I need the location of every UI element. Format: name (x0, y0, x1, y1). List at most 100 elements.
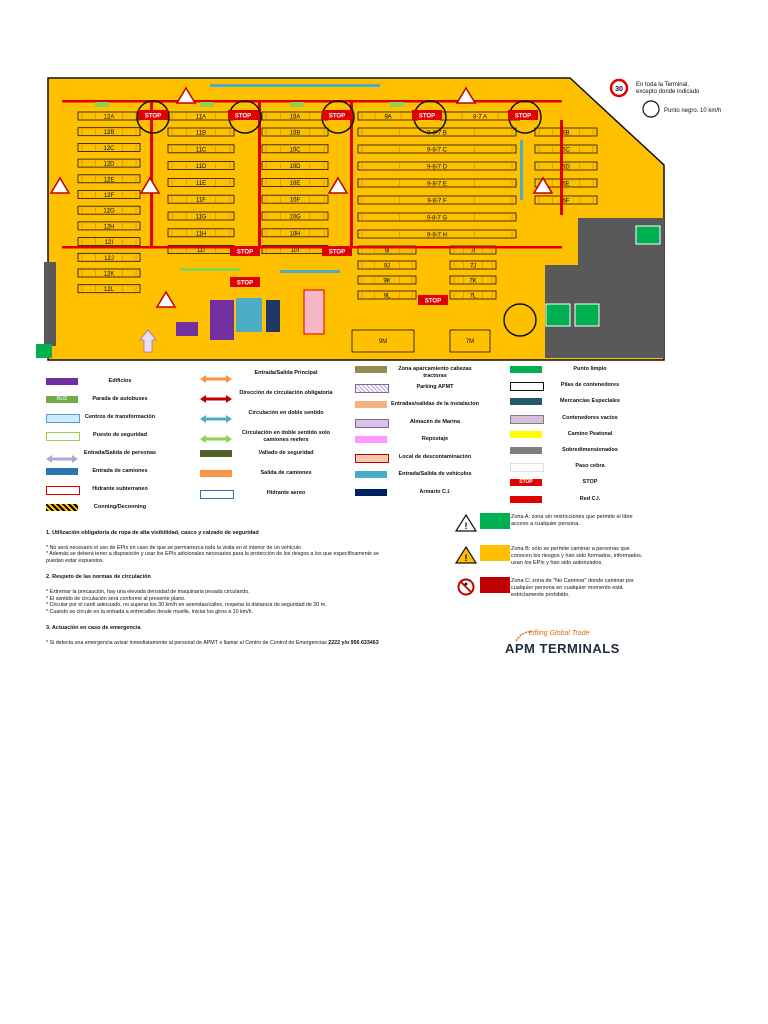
legend-label: Vallado de seguridad (258, 450, 314, 456)
note-2-line4: * Cuando se circule en la entrada a entr… (46, 608, 253, 615)
legend-label: Contenedores vacíos (562, 414, 618, 421)
white-block-icon (510, 463, 544, 473)
stop-sign-7 (322, 246, 352, 256)
purple-block-icon (46, 378, 78, 385)
block-6E-label: 6E (562, 182, 569, 188)
red-route-mid (62, 246, 562, 249)
lavender-block-icon (355, 418, 389, 428)
red-route-vertical-3 (350, 102, 353, 247)
red-route-top (62, 100, 562, 103)
bus-stop-1 (95, 102, 109, 107)
navy-block-icon (355, 488, 387, 496)
blue-route-lower (280, 270, 340, 273)
green-route-lower (180, 268, 240, 271)
pedestrian-warning-icon-5 (327, 176, 349, 194)
warning-triangle-icon: ! (454, 513, 478, 532)
block-6D-label: 6D (562, 165, 570, 171)
block-12K-label: 12K (104, 272, 115, 278)
block-6B-label: 6B (562, 131, 569, 137)
legend-label: Punto limpio (573, 366, 607, 372)
block-11D-label: 11D (196, 164, 207, 170)
emergency-exit-sign-left (36, 344, 52, 358)
bus-sign-icon: BUS (46, 396, 78, 403)
legend-label: Centros de transformación (84, 414, 156, 420)
mauve-block-icon (510, 414, 544, 424)
block-9-8-7 C-label: 9-8-7 C (427, 148, 448, 154)
stop-sign-label: STOP (425, 299, 441, 305)
block-10F-label: 10F (290, 198, 301, 204)
block-7J-label: 7J (470, 264, 476, 270)
blue-double-arrow-icon (200, 410, 232, 423)
legend-label: Hidrante aereo (266, 490, 306, 496)
zone-color-swatch (480, 513, 510, 529)
legend-label: Entrada/Salida de personas (83, 450, 157, 456)
emergency-exit-sign-bottom-2 (574, 303, 600, 327)
building-2 (210, 300, 234, 340)
block-8-7A-label: 8-7 A (473, 115, 487, 121)
note-1-line1: * No será necesario el uso de EPIs en ca… (46, 544, 301, 551)
zone-description: Zona C: zona de "No Caminar" donde camin… (511, 578, 634, 598)
speed-limit-icon (609, 78, 629, 98)
red-arrow-icon (200, 390, 232, 403)
block-10G-label: 10G (289, 215, 301, 221)
stack-column-6: 6B 6C 6D 6E 6F (534, 127, 598, 205)
stop-sign-4 (412, 110, 442, 120)
light-blue-block-icon (46, 414, 80, 423)
pedestrian-warning-icon-2 (455, 86, 477, 104)
block-9L-label: 9L (384, 294, 391, 300)
blue-block-icon (46, 468, 78, 475)
legend-label: Salida de camiones (260, 470, 312, 476)
legend-label: Parada de autobuses (92, 396, 148, 402)
green-double-arrow-icon (200, 430, 232, 443)
building-1 (176, 322, 198, 336)
pedestrian-warning-icon-3 (49, 176, 71, 194)
stop-sign-3 (322, 110, 352, 120)
block-9-8-7 G-label: 9-8-7 G (427, 216, 448, 222)
block-6C-label: 6C (562, 148, 570, 154)
no-walking-icon (455, 578, 477, 596)
safety-notes: 1. Utilización obligatoria de ropa de al… (46, 530, 396, 647)
block-10E-label: 10E (290, 181, 301, 187)
building-6 (44, 262, 56, 346)
legend-label: Entradas/salidas de la instalacion (390, 401, 480, 407)
stop-sign-9 (418, 295, 448, 305)
note-2-title: 2. Respeto de las normas de circulación (46, 574, 151, 581)
legend-label: Conning/Deconning (93, 504, 147, 510)
block-12D-label: 12D (103, 162, 115, 168)
block-9-8-7 E-label: 9-8-7 E (427, 182, 447, 188)
checkered-block-icon (46, 504, 78, 511)
building-5 (303, 289, 325, 335)
block-12E-label: 12E (104, 177, 115, 183)
block-9J-label: 9J (384, 264, 390, 270)
stop-sign-label: STOP (419, 114, 435, 120)
building-3 (236, 298, 262, 332)
zone-description: Zona A: zona sin restricciones que permi… (511, 514, 633, 527)
khaki-block-icon (355, 366, 387, 373)
bus-stop-3 (290, 102, 304, 107)
zone-description: Zona B: sólo se permite caminar a person… (511, 546, 643, 566)
block-7M-label: 7M (466, 339, 474, 345)
warning-signs-map (49, 86, 554, 308)
legend-label: Repostaje (421, 436, 449, 442)
block-12B-label: 12B (104, 130, 115, 136)
stop-sign-5 (508, 110, 538, 120)
olive-line-icon (200, 450, 232, 457)
red-block-icon (510, 495, 542, 503)
legend-label: Circulación en doble sentido (248, 410, 324, 416)
legend-label: Dirección de circulación obligatoria (239, 390, 333, 396)
note-3-text: * Si detecta una emergencia avisar inmed… (46, 639, 327, 646)
red-outline-block-icon (46, 486, 80, 495)
building-4 (266, 300, 280, 332)
legend-label: Armario C.I. (419, 488, 451, 495)
block-9M (351, 329, 415, 353)
bus-stop-4 (390, 102, 404, 107)
block-12G-label: 12G (103, 209, 115, 215)
pedestrian-warning-icon-6 (532, 176, 554, 194)
block-11G-label: 11G (196, 215, 207, 221)
note-2-line3: * Circular por el carril adecuado, no su… (46, 602, 327, 609)
block-12I-label: 12I (105, 240, 114, 246)
block-6F-label: 6F (562, 199, 569, 205)
